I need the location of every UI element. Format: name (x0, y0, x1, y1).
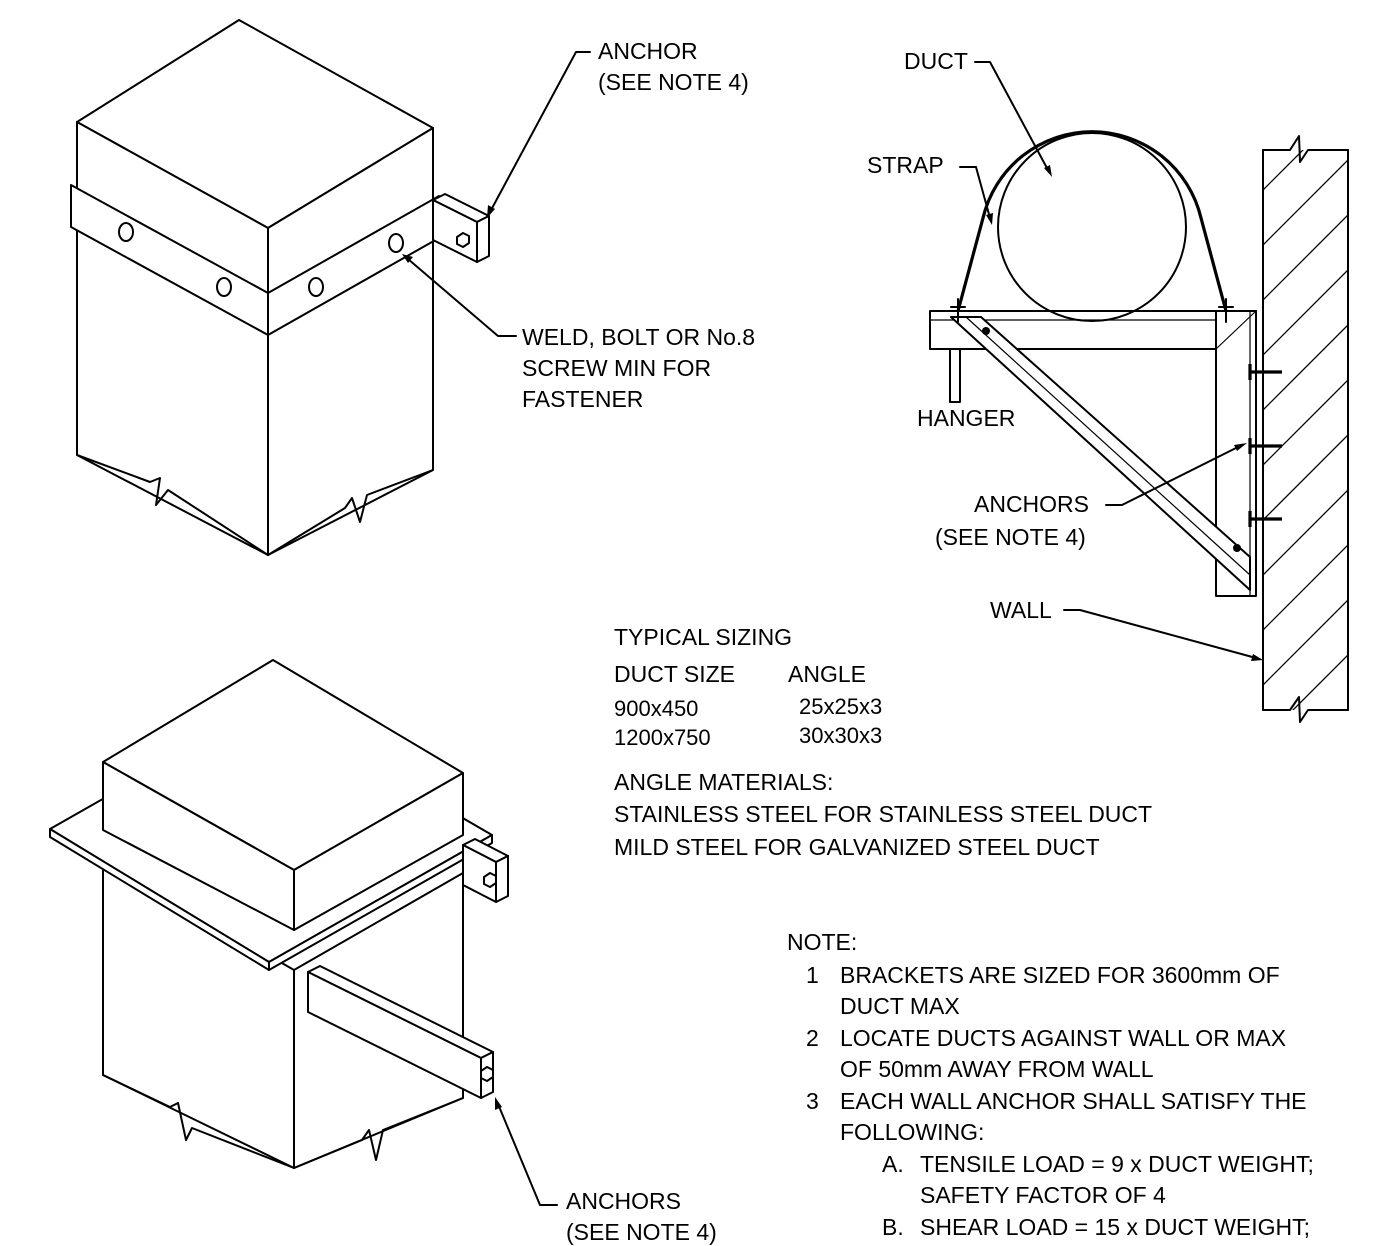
subnote-line: TENSILE LOAD = 9 x DUCT WEIGHT; (920, 1151, 1314, 1177)
wall-section (1262, 135, 1349, 723)
hex-bolt-icon (483, 872, 497, 888)
sizing-title: TYPICAL SIZING (614, 624, 793, 650)
note-line: OF 50mm AWAY FROM WALL (840, 1056, 1154, 1082)
round-duct-bracket (929, 61, 1349, 723)
leader-anchors-bottom (497, 1103, 558, 1206)
materials-line: MILD STEEL FOR GALVANIZED STEEL DUCT (614, 834, 1100, 860)
label-anchors-bottom-note: (SEE NOTE 4) (566, 1219, 717, 1245)
label-anchors-wall-note: (SEE NOTE 4) (935, 524, 1086, 550)
duct-strap-isometric (70, 19, 591, 556)
label-duct: DUCT (904, 48, 968, 74)
wall-anchor-bolts (1248, 364, 1282, 527)
round-duct (997, 132, 1187, 322)
duct-strap (956, 130, 1228, 312)
label-anchor-top-note: (SEE NOTE 4) (598, 69, 749, 95)
label-weld-line1: WELD, BOLT OR No.8 (522, 324, 756, 350)
label-anchor-top: ANCHOR (598, 38, 698, 64)
hanger-rod (949, 348, 961, 403)
label-weld-line3: FASTENER (522, 386, 644, 412)
label-weld-line2: SCREW MIN FOR (522, 355, 712, 381)
notes-title: NOTE: (787, 929, 858, 955)
sizing-header-duct-size: DUCT SIZE (614, 661, 735, 687)
note-line: BRACKETS ARE SIZED FOR 3600mm OF (840, 962, 1280, 988)
subnote-line: SHEAR LOAD = 15 x DUCT WEIGHT; (920, 1214, 1311, 1240)
fastener-hole (216, 277, 232, 297)
subnote-letter: B. (882, 1214, 904, 1240)
subnote-letter: A. (882, 1151, 904, 1177)
sizing-cell: 900x450 (614, 696, 699, 721)
label-anchors-bottom: ANCHORS (566, 1188, 682, 1214)
fastener-hole (308, 277, 324, 297)
note-line: EACH WALL ANCHOR SHALL SATISFY THE (840, 1088, 1307, 1114)
hex-bolt-icon (456, 232, 470, 248)
note-line: FOLLOWING: (840, 1119, 985, 1145)
duct-plate-isometric (49, 659, 558, 1206)
label-strap: STRAP (867, 152, 944, 178)
fastener-hole (388, 233, 404, 253)
materials-line: STAINLESS STEEL FOR STAINLESS STEEL DUCT (614, 801, 1153, 827)
leader-duct (974, 61, 1049, 171)
fastener-hole (118, 222, 134, 242)
leader-strap (959, 166, 991, 219)
label-wall: WALL (990, 597, 1052, 623)
note-number: 2 (806, 1025, 819, 1051)
sizing-header-angle: ANGLE (788, 661, 866, 687)
note-line: LOCATE DUCTS AGAINST WALL OR MAX (840, 1025, 1287, 1051)
leader-anchors-wall (1105, 445, 1241, 506)
label-hanger: HANGER (917, 405, 1016, 431)
label-anchors-wall: ANCHORS (974, 491, 1090, 517)
leader-weld (407, 258, 517, 337)
subnote-line: SAFETY FACTOR OF 4 (920, 1182, 1166, 1208)
diagonal-brace (950, 316, 1251, 591)
note-number: 1 (806, 962, 819, 988)
note-number: 3 (806, 1088, 819, 1114)
sizing-cell: 1200x750 (614, 725, 711, 750)
sizing-cell: 25x25x3 (799, 694, 883, 719)
materials-title: ANGLE MATERIALS: (614, 769, 834, 795)
hex-bolt-icon (480, 1066, 494, 1082)
leader-anchor-top (489, 51, 591, 213)
note-line: DUCT MAX (840, 993, 960, 1019)
leader-wall (1063, 609, 1257, 659)
sizing-cell: 30x30x3 (799, 723, 883, 748)
